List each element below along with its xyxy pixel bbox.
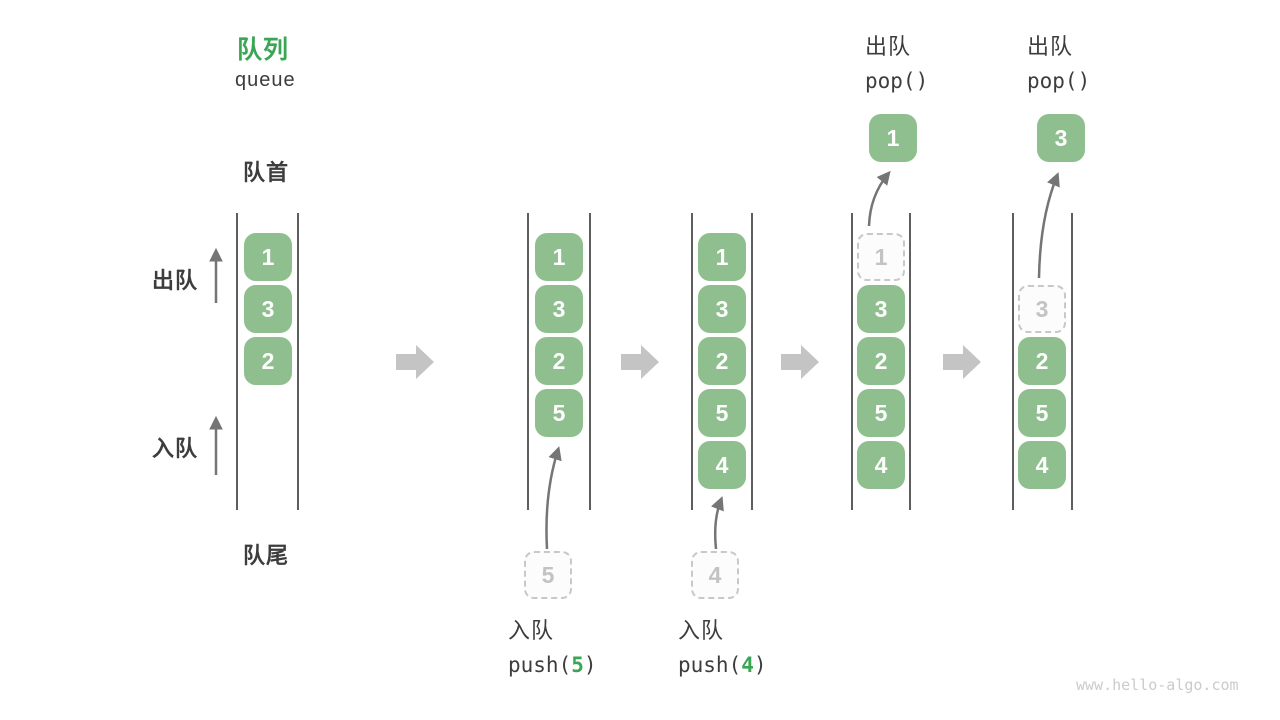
pop-3-label-group: 出队 pop() [1027,30,1090,98]
queue-element-cell: 1 [869,114,917,162]
push-5-code-label: push(5) [508,653,597,677]
element-move-arrow-icon [1037,172,1060,279]
state-transition-arrow-icon [396,345,434,379]
queue-element-cell: 2 [698,337,746,385]
queue-element-cell: 4 [1018,441,1066,489]
element-move-arrow-icon [867,170,891,227]
diagram-title: 队列 [237,36,290,64]
queue-element-cell: 2 [857,337,905,385]
queue-element-cell: 5 [857,389,905,437]
enqueue-side-label: 入队 [152,436,199,461]
ghost-element-cell: 5 [524,551,572,599]
dequeue-side-label: 出队 [152,268,199,293]
queue-element-cell: 5 [698,389,746,437]
ghost-element-cell: 4 [691,551,739,599]
queue-element-cell: 4 [698,441,746,489]
state-transition-arrow-icon [943,345,981,379]
watermark: www.hello-algo.com [1076,676,1239,694]
queue-element-cell: 2 [535,337,583,385]
push-5-label-group: 入队 push(5) [508,614,597,682]
queue-rear-label: 队尾 [243,543,290,568]
queue-element-cell: 5 [1018,389,1066,437]
queue-element-cell: 3 [698,285,746,333]
push-4-code-label: push(4) [678,653,767,677]
queue-element-cell: 2 [1018,337,1066,385]
diagram-subtitle: queue [235,69,296,91]
push-5-zh-label: 入队 [508,618,555,643]
push-4-zh-label: 入队 [678,618,725,643]
queue-element-cell: 1 [535,233,583,281]
ghost-element-cell: 1 [857,233,905,281]
queue-element-cell: 3 [535,285,583,333]
queue-element-cell: 1 [244,233,292,281]
queue-element-cell: 3 [244,285,292,333]
queue-element-cell: 3 [857,285,905,333]
state-transition-arrow-icon [621,345,659,379]
push-5-arg: 5 [571,653,584,677]
queue-element-cell: 5 [535,389,583,437]
state-transition-arrow-icon [781,345,819,379]
queue-element-cell: 3 [1037,114,1085,162]
pop-3-zh-label: 出队 [1027,34,1074,59]
queue-element-cell: 4 [857,441,905,489]
queue-front-label: 队首 [243,160,290,185]
element-move-arrow-icon [545,446,562,550]
pop-1-code-label: pop() [865,69,929,93]
queue-element-cell: 2 [244,337,292,385]
push-4-label-group: 入队 push(4) [678,614,767,682]
pop-1-zh-label: 出队 [865,34,912,59]
pop-1-label-group: 出队 pop() [865,30,928,98]
pop-3-code-label: pop() [1027,69,1091,93]
ghost-element-cell: 3 [1018,285,1066,333]
queue-element-cell: 1 [698,233,746,281]
element-move-arrow-icon [711,496,724,550]
push-4-arg: 4 [741,653,754,677]
